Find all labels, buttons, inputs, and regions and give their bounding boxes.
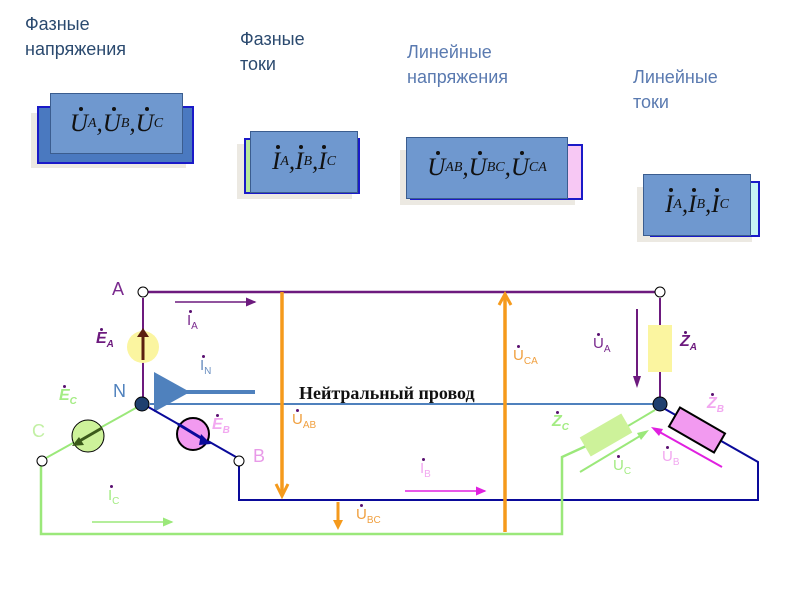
neutral-node-load [652,396,668,412]
node-label-n: N [113,381,126,401]
load-zb [667,406,727,454]
label-uab: UAB [292,409,317,431]
label-zc: ZC [552,411,570,434]
heading-line: Фазные [240,29,305,49]
source-ea [127,328,159,363]
node-label-c: C [32,421,45,441]
terminal-c [36,455,48,467]
arrow-voltage-uca [497,290,513,532]
label-ubc: UBC [356,504,381,526]
heading-line-voltages: Линейные напряжения [407,40,508,90]
label-eb: EB [212,414,230,437]
load-zc [579,413,633,457]
neutral-wire-label: Нейтральный провод [299,383,475,403]
node-label-a: A [112,279,125,299]
arrow-voltage-ua [633,309,641,388]
heading-line: Линейные [407,42,492,62]
terminal-b [233,455,245,467]
heading-line: Фазные [25,14,90,34]
heading-line-currents: Линейные токи [633,65,718,115]
label-ib: IB [420,458,431,480]
arrow-voltage-ubc [333,502,343,530]
source-eb [176,417,211,451]
neutral-node-source [134,396,150,412]
label-za: ZA [680,331,698,354]
label-ic: IC [108,485,120,507]
heading-line: напряжения [407,67,509,87]
load-za [648,325,672,372]
label-ea: EA [96,328,114,351]
label-in: IN [200,355,212,377]
node-label-b: B [253,446,266,466]
arrow-voltage-uab [274,292,290,500]
label-ua: UA [593,333,611,355]
label-uc: UC [613,455,632,477]
label-ec: EC [59,385,77,408]
heading-line: Линейные [633,67,718,87]
heading-line: токи [240,54,276,74]
heading-line: напряжения [25,39,127,59]
terminal-a-load [654,286,666,298]
arrow-voltage-uc [579,430,649,473]
label-ia: IA [187,310,198,332]
label-ub: UB [662,446,680,468]
label-uca: UCA [513,345,538,367]
terminal-a [137,286,149,298]
label-zb: ZB [707,393,725,416]
arrow-voltage-ub [651,427,723,468]
heading-line: токи [633,92,669,112]
heading-phase-voltages: Фазные напряжения [25,12,126,62]
heading-phase-currents: Фазные токи [240,27,305,77]
source-ec [71,419,105,453]
